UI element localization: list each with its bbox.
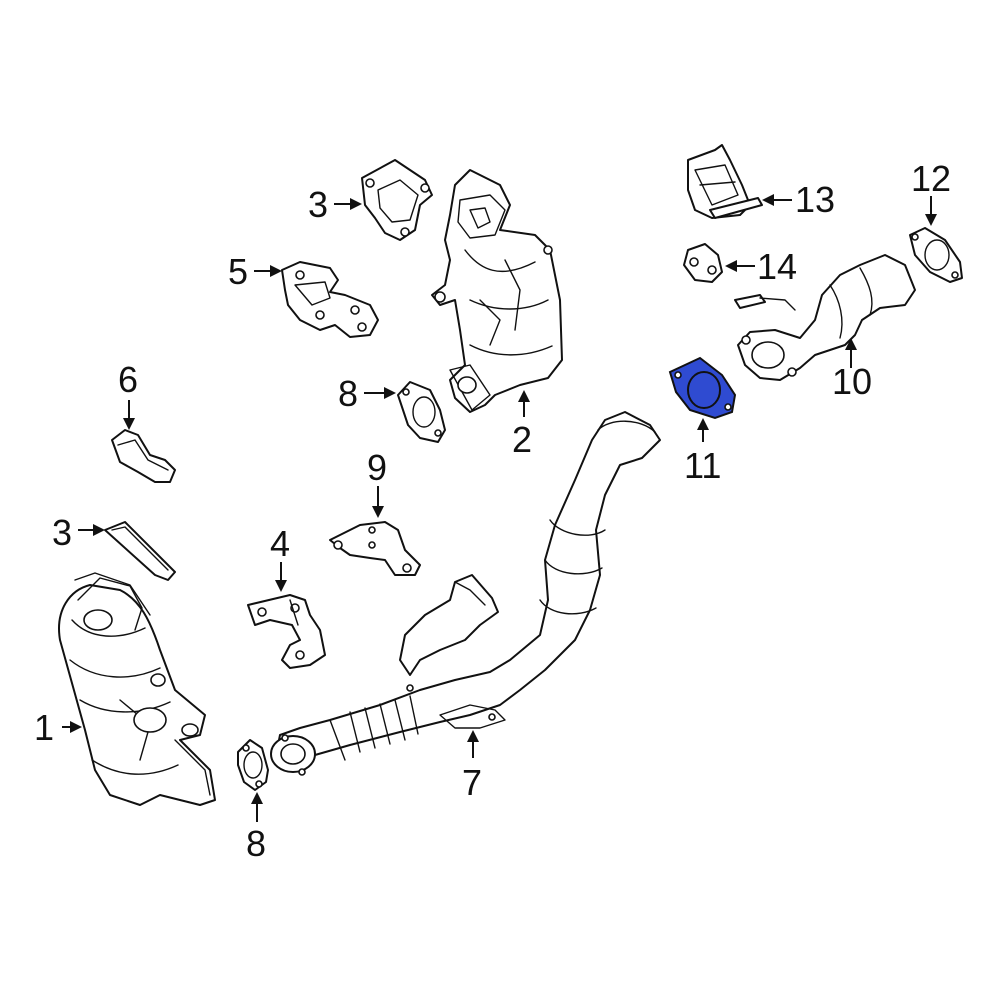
callout-label-5: 5: [228, 251, 248, 292]
callout-label-8-lower: 8: [246, 823, 266, 864]
callout-label-8-upper: 8: [338, 373, 358, 414]
part-1-front-catalytic-converter[interactable]: [58, 572, 216, 806]
part-12-gasket[interactable]: [909, 227, 963, 283]
callout-3-lower: 3: [52, 512, 105, 553]
callout-4: 4: [270, 523, 290, 592]
callout-label-10: 10: [832, 361, 872, 402]
callout-label-4: 4: [270, 523, 290, 564]
part-2-rear-catalytic-converter[interactable]: [431, 169, 563, 413]
part-4-bracket[interactable]: [247, 594, 326, 669]
callout-label-11: 11: [684, 445, 721, 486]
callout-label-14: 14: [757, 246, 797, 287]
part-5-bracket[interactable]: [281, 261, 379, 338]
callout-12: 12: [911, 158, 951, 226]
part-7-front-pipe[interactable]: [270, 411, 661, 776]
part-11-gasket-highlighted[interactable]: [668, 356, 737, 420]
part-6-heat-shield[interactable]: [111, 429, 176, 483]
callout-2: 2: [512, 390, 532, 460]
callout-7: 7: [462, 730, 482, 803]
callout-label-3-lower: 3: [52, 512, 72, 553]
callout-label-3-upper: 3: [308, 184, 328, 225]
part-8-gasket-upper[interactable]: [397, 381, 446, 443]
callout-9: 9: [367, 447, 387, 518]
part-13-hanger-bracket[interactable]: [687, 144, 763, 219]
part-14-rubber-isolator[interactable]: [683, 243, 723, 283]
callout-1: 1: [34, 707, 82, 748]
callout-8-upper: 8: [338, 373, 396, 414]
callout-10: 10: [832, 338, 872, 402]
callout-label-13: 13: [795, 179, 835, 220]
part-3-gasket-lower[interactable]: [104, 521, 176, 581]
callout-13: 13: [762, 179, 835, 220]
callout-label-12: 12: [911, 158, 951, 199]
callout-label-6: 6: [118, 359, 138, 400]
callout-8-lower: 8: [246, 792, 266, 864]
part-3-gasket-upper[interactable]: [361, 159, 433, 241]
callout-5: 5: [228, 251, 282, 292]
callout-label-1: 1: [34, 707, 54, 748]
callout-14: 14: [725, 246, 797, 287]
callout-3-upper: 3: [308, 184, 362, 225]
callout-label-9: 9: [367, 447, 387, 488]
callout-label-2: 2: [512, 419, 532, 460]
callout-label-7: 7: [462, 762, 482, 803]
part-9-bracket[interactable]: [329, 521, 421, 576]
part-8-gasket-lower[interactable]: [237, 739, 269, 791]
part-10-intermediate-pipe[interactable]: [734, 254, 916, 381]
callout-6: 6: [118, 359, 138, 430]
callout-11: 11: [684, 418, 721, 486]
part-11-gasket-shape: [668, 356, 737, 420]
